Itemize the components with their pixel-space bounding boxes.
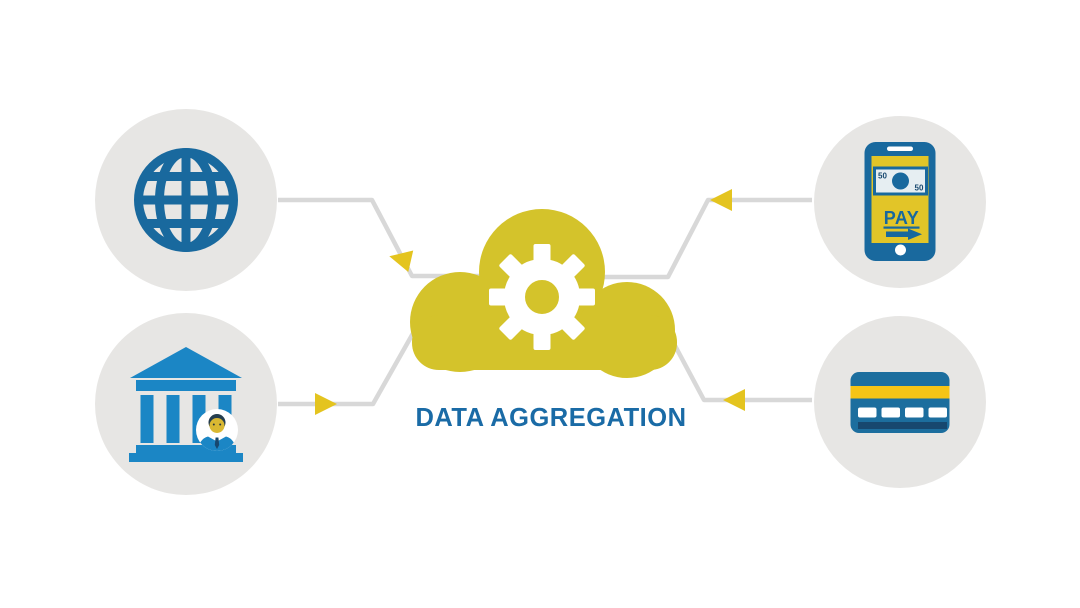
connector-bottom-right	[670, 338, 812, 403]
bank-entablature	[136, 380, 236, 391]
gear-icon	[489, 244, 595, 350]
pay-label: PAY	[884, 208, 920, 228]
bank-column	[140, 395, 154, 443]
arrowhead-top-right-icon	[710, 189, 732, 211]
banknote-icon: 50 50	[873, 166, 928, 196]
pay-underline	[883, 226, 920, 229]
mobile-pay-icon: 50 50 PAY	[864, 142, 936, 261]
phone-home-button	[895, 244, 906, 256]
phone-speaker	[887, 146, 913, 151]
card-gold-stripe	[850, 386, 950, 399]
arrowhead-bottom-left-icon	[315, 393, 337, 415]
credit-card-icon	[850, 372, 950, 433]
globe-icon	[134, 148, 238, 252]
person-badge-icon	[196, 409, 238, 451]
source-circle-bank	[95, 313, 277, 495]
bank-column	[166, 395, 180, 443]
note-value-bottom: 50	[915, 184, 924, 193]
cloud-gear-icon	[410, 209, 677, 378]
bank-pediment	[130, 347, 242, 378]
card-number-blocks	[858, 407, 947, 418]
cloud-icon	[410, 209, 677, 378]
pay-arrow-icon	[886, 228, 922, 240]
arrowhead-top-left-icon	[389, 250, 414, 272]
bank-base	[129, 453, 243, 462]
note-value-top: 50	[878, 172, 887, 181]
arrowhead-bottom-right-icon	[723, 389, 745, 411]
card-signature-stripe	[858, 422, 947, 429]
bank-icon	[129, 347, 243, 462]
connector-top-left	[278, 197, 480, 279]
connector-bottom-left	[278, 326, 418, 407]
bank-base-step	[136, 445, 236, 453]
flow-arrowheads	[315, 189, 745, 415]
connector-top-right	[600, 197, 812, 280]
diagram-title: DATA AGGREGATION	[415, 404, 686, 432]
